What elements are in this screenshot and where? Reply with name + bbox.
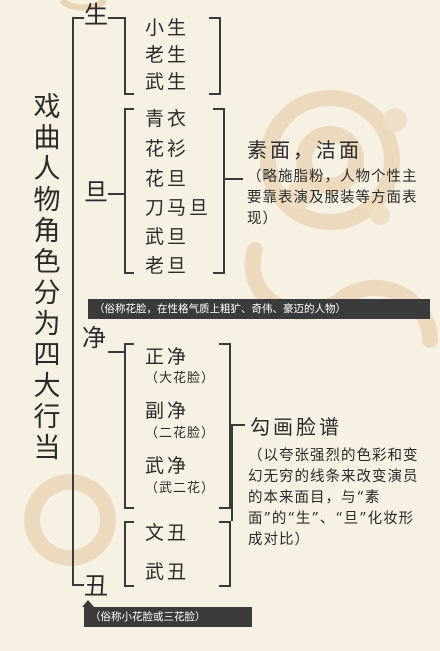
dan-connector (108, 193, 124, 195)
role-jing: 净 (82, 324, 106, 352)
dan-to-plain-face-link (225, 178, 243, 180)
jing-type: 正净 (145, 346, 190, 368)
dan-type: 武旦 (145, 226, 190, 248)
top-cloud-fragment (59, 0, 108, 11)
dan-type: 花旦 (145, 168, 190, 190)
sheng-type: 武生 (145, 71, 190, 93)
dan-type: 刀马旦 (145, 197, 212, 219)
jing-type-alias: （武二花） (145, 481, 216, 496)
sheng-bracket-left-bottom (124, 93, 134, 95)
diagram-title: 戏曲人物角色分为四大行当 (33, 92, 61, 464)
cloud-swirl-outer (260, 90, 400, 230)
jing-note: （俗称花脸，在性格气质上粗犷、奇伟、豪迈的人物） (88, 299, 430, 319)
painted-face-heading: 勾画脸谱 (250, 415, 342, 439)
dan-type: 花衫 (145, 138, 190, 160)
chou-bracket-left-top (124, 521, 134, 523)
role-dan: 旦 (84, 178, 108, 206)
chou-bracket-right (229, 521, 231, 587)
jing-type: 武净 (145, 455, 190, 477)
chou-type: 文丑 (145, 522, 190, 544)
jing-type: 副净 (145, 400, 190, 422)
cloud-swirl-inner (296, 126, 364, 194)
sheng-type: 小生 (145, 17, 190, 39)
jing-bracket-left (124, 343, 126, 509)
chou-note: （俗称小花脸或三花脸） (84, 607, 252, 627)
role-chou: 丑 (84, 572, 108, 600)
dan-type: 老旦 (145, 255, 190, 277)
main-bracket-spine (72, 17, 74, 586)
sheng-connector (108, 17, 124, 19)
sheng-bracket-right-bottom (209, 93, 219, 95)
jing-bracket-right-bottom (219, 507, 229, 509)
main-bracket-top-tick (72, 17, 84, 19)
painted-face-description: （以夸张强烈的色彩和变幻无穷的线条来改变演员的本来面目，与“素面”的“生”、“旦… (248, 448, 419, 548)
jing-connector (108, 351, 124, 353)
jing-bracket-right (229, 343, 231, 509)
jing-bracket-left-top (124, 343, 134, 345)
jing-bracket-right-top (219, 343, 229, 345)
jing-bracket-left-bottom (124, 507, 134, 509)
role-sheng: 生 (84, 1, 108, 29)
painted-face-link (231, 424, 245, 426)
dan-type: 青衣 (145, 108, 190, 130)
cloud-swirl-lower (24, 474, 116, 566)
chou-bracket-right-bottom (219, 585, 229, 587)
chou-bracket-left-bottom (124, 585, 134, 587)
chou-to-painted-face-link (231, 424, 233, 521)
plain-face-description: （略施脂粉，人物个性主要靠表演及服装等方面表现） (247, 169, 418, 227)
chou-note-pointer (82, 600, 94, 607)
sheng-bracket-right-top (209, 17, 219, 19)
dan-bracket-right-bottom (213, 272, 223, 274)
sheng-bracket-right (219, 17, 221, 95)
cloud-tail (244, 242, 438, 348)
sheng-type: 老生 (145, 44, 190, 66)
sheng-bracket-left (124, 17, 126, 95)
main-bracket-bottom-tick (72, 584, 84, 586)
dan-bracket-right-top (213, 108, 223, 110)
chou-bracket-left (124, 521, 126, 587)
chou-bracket-right-top (219, 521, 229, 523)
dan-bracket-left-bottom (124, 272, 134, 274)
dan-bracket-right (223, 108, 225, 274)
jing-type-alias: （二花脸） (145, 426, 216, 441)
chou-type: 武丑 (145, 561, 190, 583)
dan-bracket-left-top (124, 108, 134, 110)
cloud-fill (286, 108, 407, 225)
dan-bracket-left (124, 108, 126, 274)
plain-face-heading: 素面，洁面 (247, 138, 362, 162)
jing-type-alias: （大花脸） (145, 371, 216, 386)
